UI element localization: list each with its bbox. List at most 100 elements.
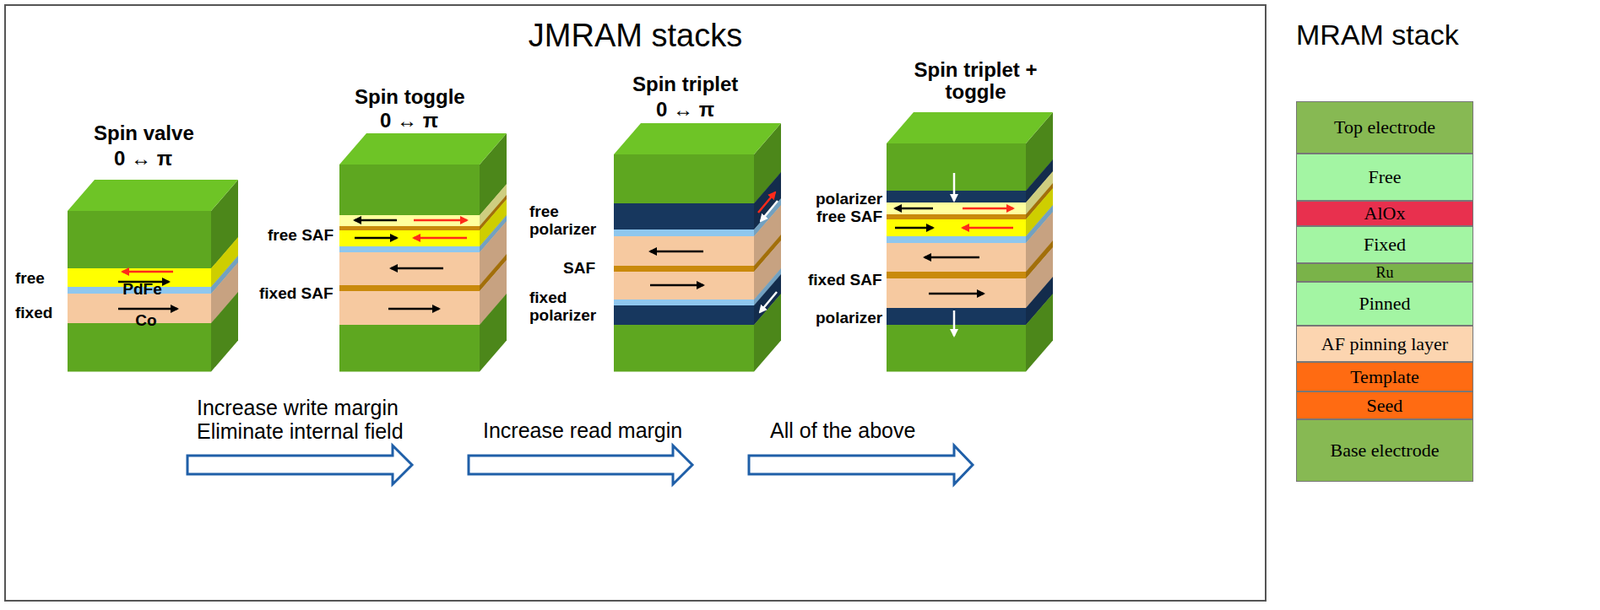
magnetization-arrow bbox=[962, 227, 1014, 230]
layer-name: Co bbox=[67, 293, 212, 336]
arrow-caption: Increase read margin bbox=[482, 419, 683, 444]
layer-name: Fixed bbox=[1363, 235, 1406, 255]
layer-front bbox=[339, 285, 480, 293]
magnetization-arrow bbox=[413, 237, 467, 240]
magnetization-arrow bbox=[650, 284, 704, 288]
mram-layer: Pinned bbox=[1296, 282, 1474, 326]
layer-stack bbox=[886, 112, 1053, 373]
layer-side bbox=[753, 293, 782, 373]
magnetization-arrow bbox=[413, 219, 467, 223]
magnetization-arrow bbox=[390, 267, 444, 271]
layer-front bbox=[886, 202, 1026, 216]
stack-title: Spin triplet + toggle bbox=[901, 59, 1050, 104]
layer-front bbox=[339, 215, 480, 228]
magnetization-arrow bbox=[759, 292, 777, 313]
stack-title: Spin toggle bbox=[354, 86, 466, 109]
layer-stack bbox=[613, 123, 782, 373]
phase-label: 0 ↔ π bbox=[656, 98, 715, 121]
layer-front bbox=[886, 236, 1026, 245]
layer-label: fixed SAF bbox=[259, 285, 334, 304]
phase-label: 0 ↔ π bbox=[113, 147, 173, 170]
layer-name: Ru bbox=[1375, 265, 1394, 281]
block-arrow bbox=[187, 445, 413, 485]
layer-side bbox=[1025, 293, 1053, 373]
mram-layer: Fixed bbox=[1296, 226, 1474, 264]
magnetization-arrow bbox=[953, 310, 956, 337]
layer-name: Seed bbox=[1366, 396, 1404, 416]
layer-front bbox=[613, 325, 754, 373]
layer-front bbox=[613, 265, 754, 273]
layer-front bbox=[886, 271, 1026, 280]
layer-front bbox=[339, 291, 480, 326]
magnetization-arrow bbox=[388, 308, 440, 311]
phase-label: 0 ↔ π bbox=[379, 109, 439, 132]
layer-label: fixed bbox=[15, 304, 53, 323]
magnetization-arrow bbox=[118, 308, 178, 311]
block-arrow bbox=[748, 445, 973, 485]
layer-top bbox=[339, 133, 507, 165]
layer-front bbox=[886, 143, 1026, 192]
layer-stack bbox=[67, 179, 239, 373]
layer-front bbox=[886, 278, 1026, 310]
layer-top bbox=[886, 112, 1053, 144]
layer-front bbox=[613, 203, 754, 231]
layer-front bbox=[339, 252, 480, 287]
layer-front bbox=[613, 271, 754, 301]
mram-layer: Free bbox=[1296, 153, 1474, 201]
mram-layer: Ru bbox=[1296, 263, 1474, 283]
layer-name: Free bbox=[1367, 168, 1401, 187]
layer-top bbox=[67, 179, 239, 212]
layer-label: free bbox=[15, 270, 45, 288]
layer-front bbox=[613, 154, 754, 205]
magnetization-arrow bbox=[894, 207, 933, 211]
layer-name: AlOx bbox=[1364, 204, 1406, 223]
co-layer: Co bbox=[67, 293, 212, 324]
mram-layer: Base electrode bbox=[1296, 419, 1474, 483]
pdfe-layer: PdFe bbox=[67, 268, 212, 288]
layer-side bbox=[479, 293, 507, 373]
mram-layer: Top electrode bbox=[1296, 101, 1474, 154]
layer-label: fixed SAF bbox=[808, 271, 883, 290]
mram-layer: Seed bbox=[1296, 391, 1474, 420]
arrow-caption: Increase write margin Eliminate internal… bbox=[196, 396, 429, 444]
magnetization-arrow bbox=[354, 237, 397, 240]
layer-label: polarizer bbox=[815, 309, 883, 328]
layer-front bbox=[339, 325, 480, 373]
layer-front bbox=[886, 308, 1026, 326]
arrow-caption: All of the above bbox=[770, 419, 916, 444]
magnetization-arrow bbox=[650, 250, 704, 254]
layer-front bbox=[886, 219, 1026, 238]
layer-name: Template bbox=[1350, 368, 1420, 387]
layer-top bbox=[613, 123, 782, 155]
panel-title: JMRAM stacks bbox=[5, 5, 1265, 55]
layer-front bbox=[886, 243, 1026, 273]
layer-name: Pinned bbox=[1358, 294, 1411, 314]
mram-layer: Template bbox=[1296, 362, 1474, 392]
layer-front bbox=[339, 246, 480, 254]
layer-front bbox=[613, 236, 754, 267]
jmram-stacks bbox=[67, 112, 1053, 373]
magnetization-arrow bbox=[354, 219, 397, 223]
layer-name: Base electrode bbox=[1330, 441, 1440, 461]
layer-front bbox=[339, 164, 480, 217]
magnetization-arrow bbox=[928, 292, 984, 296]
panel-title: MRAM stack bbox=[1296, 19, 1459, 51]
stack-title: Spin triplet bbox=[632, 73, 738, 96]
layer-front bbox=[613, 229, 754, 238]
magnetization-arrow bbox=[894, 227, 933, 230]
layer-front bbox=[886, 190, 1026, 204]
magnetization-arrow bbox=[758, 192, 776, 213]
mram-layer: AlOx bbox=[1296, 200, 1474, 227]
layer-front bbox=[886, 325, 1026, 373]
layer-name: PdFe bbox=[67, 268, 212, 299]
layer-name: AF pinning layer bbox=[1321, 335, 1449, 354]
layer-label: free SAF bbox=[816, 208, 883, 227]
stack-title: Spin valve bbox=[93, 122, 195, 145]
layer-side bbox=[211, 292, 239, 373]
magnetization-arrow bbox=[962, 207, 1014, 211]
layer-label: SAF bbox=[563, 260, 596, 278]
magnetization-arrow bbox=[953, 173, 956, 201]
layer-front bbox=[613, 305, 754, 326]
layer-front bbox=[886, 214, 1026, 221]
layer-label: free polarizer bbox=[529, 203, 610, 239]
